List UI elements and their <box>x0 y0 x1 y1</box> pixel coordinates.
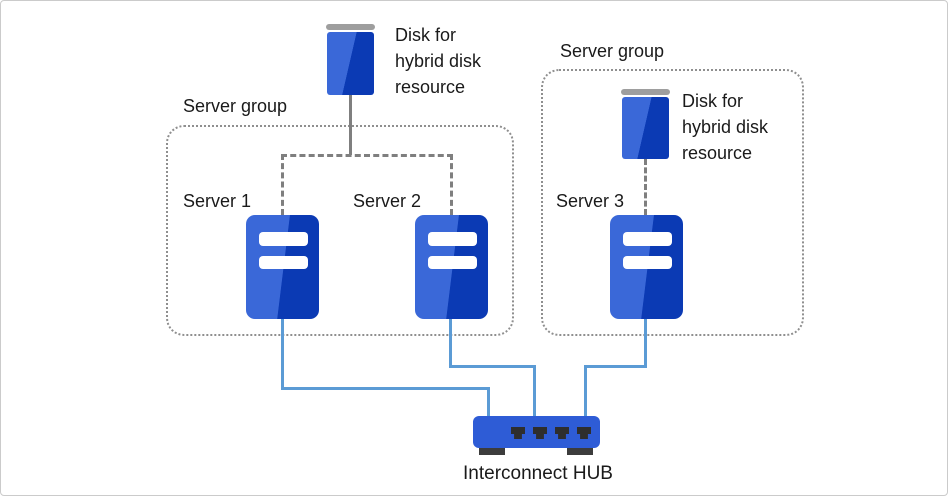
server2-net-line-v1 <box>449 319 452 368</box>
server1-net-line-v2 <box>487 389 490 417</box>
server1-icon <box>246 215 319 319</box>
disk-right-icon <box>622 97 669 159</box>
hub-port-icon <box>511 427 525 439</box>
disk-right-cap-icon <box>621 89 670 95</box>
disk-right-label: Disk for hybrid disk resource <box>682 88 768 166</box>
disk-branch-to-server2-line <box>450 154 453 215</box>
interconnect-hub-label: Interconnect HUB <box>463 463 613 484</box>
disk-top-label: Disk for hybrid disk resource <box>395 22 481 100</box>
disk-right-label-line3: resource <box>682 143 753 163</box>
server3-drive-slot <box>623 256 672 269</box>
server1-net-line-v1 <box>281 319 284 389</box>
server2-drive-slot <box>428 256 477 269</box>
server3-net-line-h <box>584 365 647 368</box>
server-group-right-label: Server group <box>560 41 665 61</box>
disk-top-link-line <box>349 95 352 155</box>
server-group-right-box <box>541 69 804 336</box>
server3-drive-slot <box>623 232 672 246</box>
hub-foot-right <box>567 445 593 455</box>
server2-net-line-v2 <box>533 367 536 417</box>
hub-port-icon <box>555 427 569 439</box>
server3-net-line-v2 <box>584 367 587 417</box>
disk-right-label-line2: hybrid disk <box>682 117 769 137</box>
server-group-left-box <box>166 125 514 336</box>
interconnect-hub-icon <box>473 416 600 448</box>
disk-top-label-line3: resource <box>395 77 466 97</box>
disk-branch-to-server1-line <box>281 154 284 215</box>
server1-drive-slot <box>259 232 308 246</box>
disk-top-cap-icon <box>326 24 375 30</box>
disk-right-label-line1: Disk for <box>682 91 744 111</box>
disk-top-label-line1: Disk for <box>395 25 457 45</box>
server1-drive-slot <box>259 256 308 269</box>
server2-drive-slot <box>428 232 477 246</box>
disk-branch-horizontal-line <box>281 154 453 157</box>
disk-top-icon <box>327 32 374 95</box>
server3-label: Server 3 <box>556 191 625 211</box>
server1-label: Server 1 <box>183 191 252 211</box>
server1-net-line-h <box>281 387 490 390</box>
hub-port-icon <box>577 427 591 439</box>
server3-icon <box>610 215 683 319</box>
hub-foot-left <box>479 445 505 455</box>
server2-net-line-h <box>449 365 536 368</box>
server2-icon <box>415 215 488 319</box>
server3-net-line-v1 <box>644 319 647 368</box>
disk-right-to-server3-line <box>644 159 647 215</box>
server2-label: Server 2 <box>353 191 422 211</box>
server-group-left-label: Server group <box>183 96 288 116</box>
hub-port-icon <box>533 427 547 439</box>
disk-top-label-line2: hybrid disk <box>395 51 482 71</box>
